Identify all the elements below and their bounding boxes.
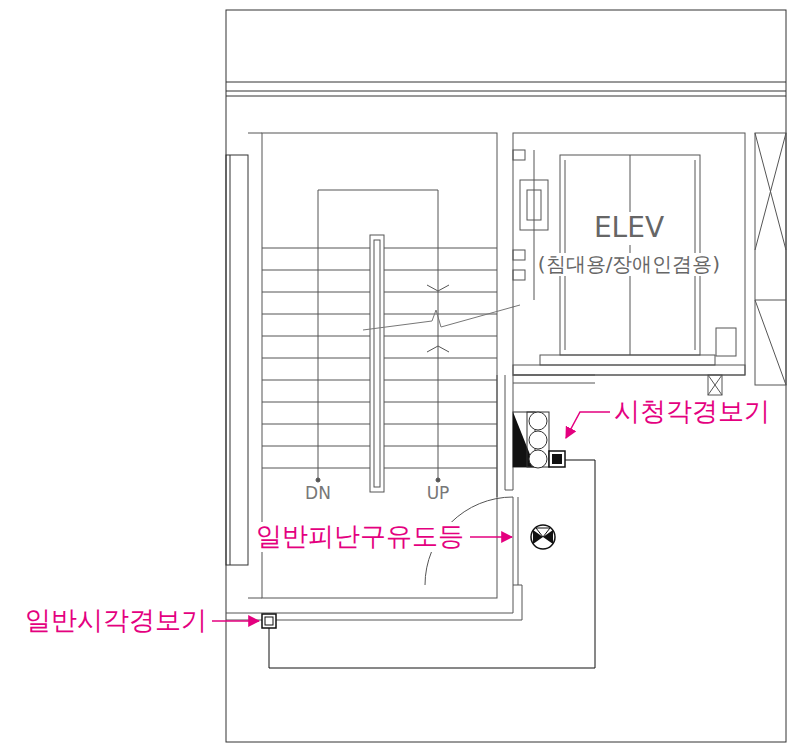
callout-label: 일반시각경보기: [25, 606, 207, 636]
elevator-shaft: [513, 133, 786, 395]
callout-label: 시청각경보기: [614, 397, 770, 427]
exit-light-symbol: [531, 525, 555, 549]
stair: [248, 133, 520, 598]
alarm-panel: [513, 412, 549, 468]
stair-direction: UP: [427, 484, 450, 504]
wiring: [269, 460, 595, 668]
elevator-note: (침대용/장애인겸용): [535, 253, 723, 276]
callout-label: 일반피난구유도등: [256, 522, 464, 552]
visual-alarm-symbol: [262, 614, 276, 628]
av-alarm-symbol: [549, 451, 565, 467]
elevator-label: ELEV: [591, 212, 667, 244]
stair-direction: DN: [305, 484, 331, 504]
elevator-box: ELEV (침대용/장애인겸용): [513, 133, 745, 355]
leader-lines: [212, 412, 610, 621]
walls: [226, 375, 595, 620]
building-outline: [226, 10, 786, 742]
